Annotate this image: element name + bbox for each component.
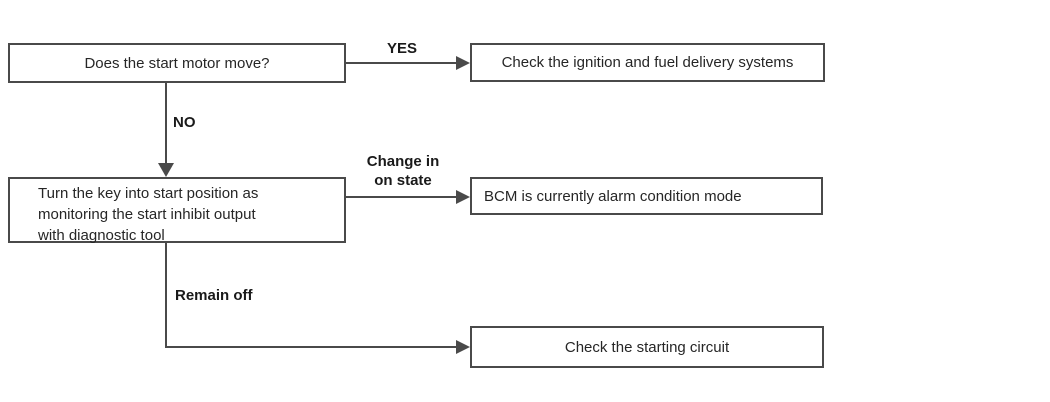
node-check-starting-circuit-result: Check the starting circuit: [470, 326, 824, 368]
edge-label-change-in-on-state: Change in on state: [346, 152, 460, 190]
node-turn-key-line3: with diagnostic tool: [38, 227, 165, 244]
arrowhead-right-icon: [456, 340, 470, 354]
node-check-ignition-result: Check the ignition and fuel delivery sys…: [470, 43, 825, 82]
node-turn-key-line1: Turn the key into start position as: [38, 185, 259, 202]
edge-label-change-line2: on state: [374, 172, 432, 189]
node-start-motor-question: Does the start motor move?: [8, 43, 346, 83]
edge-label-yes: YES: [386, 40, 417, 57]
connector-remain-horizontal-line: [165, 346, 458, 348]
connector-no-line: [165, 83, 167, 165]
node-turn-key-line2: monitoring the start inhibit output: [38, 206, 256, 223]
connector-change-line: [346, 196, 458, 198]
arrowhead-right-icon: [456, 190, 470, 204]
connector-yes-line: [346, 62, 458, 64]
node-bcm-alarm-result: BCM is currently alarm condition mode: [470, 177, 823, 215]
connector-remain-vertical-line: [165, 243, 167, 348]
edge-label-no: NO: [173, 114, 196, 131]
arrowhead-down-icon: [158, 163, 174, 177]
node-turn-key-instruction: Turn the key into start position as moni…: [8, 177, 346, 244]
edge-label-change-line1: Change in: [366, 153, 440, 170]
arrowhead-right-icon: [456, 56, 470, 70]
edge-label-remain-off: Remain off: [175, 287, 253, 304]
